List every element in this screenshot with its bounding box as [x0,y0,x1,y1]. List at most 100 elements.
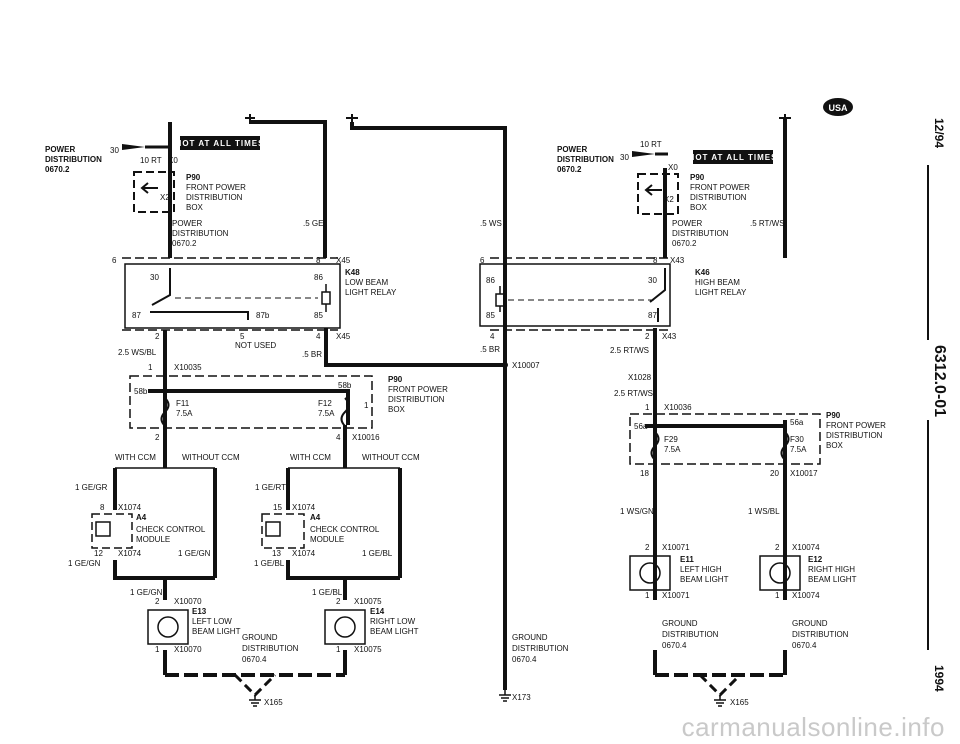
left-pd-box: POWER DISTRIBUTION 0670.2 [172,219,229,248]
check-control-module-1: 1 GE/GR 8 X1074 A4 CHECK CONTROL MODULE … [68,483,211,568]
right-wires [645,114,791,698]
right-ground-label-right: GROUND DISTRIBUTION 0670.4 [792,619,849,650]
left-ground-label: GROUND DISTRIBUTION 0670.4 [242,633,299,664]
svg-text:1 GE/GR: 1 GE/GR [75,483,108,492]
svg-text:2: 2 [336,597,341,606]
svg-text:K46: K46 [695,268,710,277]
left-x10035: X10035 [174,363,202,372]
svg-text:2: 2 [775,543,780,552]
svg-text:1 GE/BL: 1 GE/BL [312,588,343,597]
svg-text:POWER: POWER [672,219,702,228]
svg-text:4: 4 [490,332,495,341]
svg-text:K48: K48 [345,268,360,277]
svg-text:BOX: BOX [826,441,844,450]
svg-text:BEAM LIGHT: BEAM LIGHT [808,575,857,584]
svg-text:CHECK CONTROL: CHECK CONTROL [136,525,206,534]
svg-text:E11: E11 [680,555,694,564]
svg-text:GROUND: GROUND [242,633,278,642]
svg-text:POWER: POWER [557,145,587,154]
right-wire-5rtws: .5 RT/WS [750,219,785,228]
left-wire-top: 10 RT [140,156,162,165]
svg-text:5: 5 [240,332,245,341]
svg-text:LOW BEAM: LOW BEAM [345,278,388,287]
svg-text:X10016: X10016 [352,433,380,442]
svg-text:DISTRIBUTION: DISTRIBUTION [662,630,719,639]
svg-text:7.5A: 7.5A [318,409,335,418]
svg-text:7.5A: 7.5A [176,409,193,418]
svg-text:0670.2: 0670.2 [45,165,70,174]
svg-text:GROUND: GROUND [662,619,698,628]
svg-text:E13: E13 [192,607,207,616]
right-pd-box: POWER DISTRIBUTION 0670.2 [672,219,729,248]
svg-text:1 GE/BL: 1 GE/BL [362,549,393,558]
svg-text:8: 8 [316,256,321,265]
svg-text:1 GE/GN: 1 GE/GN [68,559,101,568]
svg-text:0670.2: 0670.2 [172,239,197,248]
svg-text:P90: P90 [826,411,841,420]
svg-text:DISTRIBUTION: DISTRIBUTION [388,395,445,404]
svg-text:2: 2 [645,543,650,552]
hot-label-right: HOT AT ALL TIMES [689,150,776,164]
svg-text:MODULE: MODULE [136,535,170,544]
svg-text:4: 4 [316,332,321,341]
svg-text:POWER: POWER [45,145,75,154]
svg-text:X1074: X1074 [292,503,316,512]
right-wire-rtws2: 2.5 RT/WS [614,389,653,398]
svg-text:1: 1 [155,645,160,654]
svg-text:87: 87 [648,311,657,320]
svg-text:E14: E14 [370,607,385,616]
svg-text:X10074: X10074 [792,543,820,552]
center-ground-symbol: X173 [499,690,531,702]
svg-text:X10074: X10074 [792,591,820,600]
svg-text:2: 2 [155,433,160,442]
svg-text:0670.4: 0670.4 [512,655,537,664]
svg-text:X10070: X10070 [174,645,202,654]
svg-text:F30: F30 [790,435,804,444]
right-x1028: X1028 [628,373,652,382]
svg-text:1 GE/GN: 1 GE/GN [130,588,163,597]
module-icon [95,521,111,537]
svg-text:CHECK CONTROL: CHECK CONTROL [310,525,380,534]
svg-text:X10071: X10071 [662,543,690,552]
watermark: carmanualsonline.info [682,712,945,742]
right-with-ccm: WITH CCM [290,453,331,462]
svg-text:15: 15 [273,503,282,512]
svg-text:X10071: X10071 [662,591,690,600]
svg-text:7.5A: 7.5A [664,445,681,454]
svg-text:86: 86 [314,273,323,282]
svg-text:85: 85 [314,311,323,320]
svg-text:NOT USED: NOT USED [235,341,276,350]
right-ground-label-left: GROUND DISTRIBUTION 0670.4 [662,619,719,650]
bulb-icon [157,616,179,638]
bulb-icon [769,562,791,584]
svg-text:56a: 56a [790,418,804,427]
svg-text:0670.2: 0670.2 [557,165,582,174]
svg-text:BOX: BOX [690,203,708,212]
svg-text:DISTRIBUTION: DISTRIBUTION [672,229,729,238]
svg-text:DISTRIBUTION: DISTRIBUTION [186,193,243,202]
check-control-module-2: 1 GE/RT 15 X1074 A4 CHECK CONTROL MODULE… [254,483,393,568]
splice-dot [502,362,508,368]
lamp-e14: 1 GE/BL 2 X10075 E14 RIGHT LOW BEAM LIGH… [312,588,419,654]
svg-text:P90: P90 [388,375,403,384]
svg-text:0670.4: 0670.4 [242,655,267,664]
left-feed-arrow: 30 [110,144,168,155]
svg-text:10 RT: 10 RT [640,140,662,149]
svg-text:0670.2: 0670.2 [672,239,697,248]
left-wires [113,114,507,698]
svg-text:X10075: X10075 [354,645,382,654]
svg-text:GROUND: GROUND [512,633,548,642]
right-wire-wsbl: 1 WS/BL [748,507,780,516]
left-p90-box: X2 P90 FRONT POWER DISTRIBUTION BOX [133,171,246,213]
svg-text:7.5A: 7.5A [790,445,807,454]
right-pd-title: POWER DISTRIBUTION 0670.2 [557,145,614,174]
svg-text:FRONT POWER: FRONT POWER [388,385,448,394]
right-fuse-box: 56a 56a F29 7.5A F30 7.5A P90 FRONT POWE… [629,411,886,478]
center-wire-5br: .5 BR [480,345,500,354]
svg-text:58b: 58b [338,381,352,390]
svg-text:X10075: X10075 [354,597,382,606]
svg-text:2: 2 [645,332,650,341]
lamp-e12: 2 X10074 E12 RIGHT HIGH BEAM LIGHT 1 X10… [759,543,857,600]
svg-text:LIGHT RELAY: LIGHT RELAY [695,288,747,297]
